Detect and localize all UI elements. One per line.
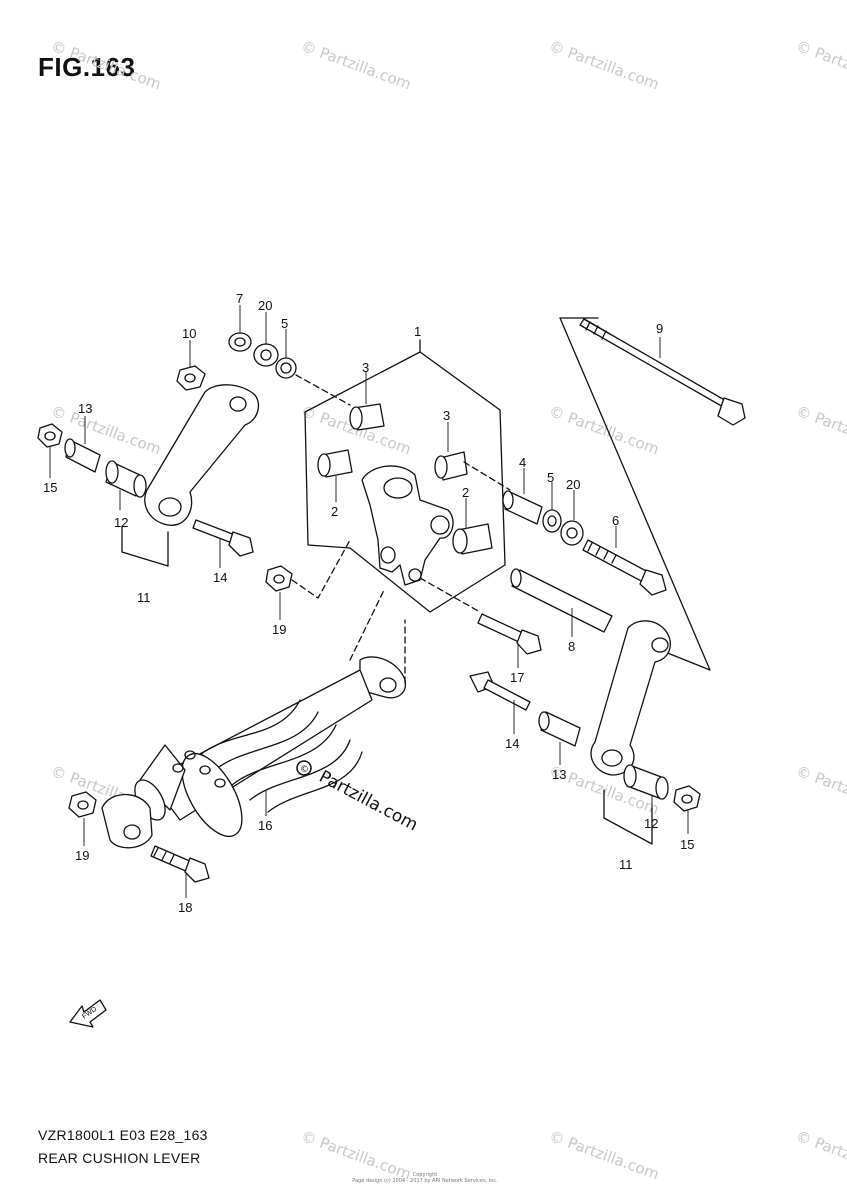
callout-1: 1	[414, 324, 421, 339]
link-rod-left	[144, 384, 259, 526]
callout-16: 16	[258, 818, 272, 833]
diagram-code: VZR1800L1 E03 E28_163	[38, 1127, 208, 1143]
watermark: © Partzilla.com	[794, 762, 847, 819]
bearing-12-left	[105, 460, 147, 498]
watermark: © Partzilla.com	[547, 402, 662, 459]
bearing-2-right	[452, 523, 493, 555]
pipe-8	[510, 568, 613, 633]
lever-assembly-outline	[304, 351, 506, 613]
callout-7: 7	[236, 291, 243, 306]
spacer-4	[502, 490, 543, 525]
nut-19-lower	[68, 791, 97, 818]
bearing-2-left	[317, 449, 353, 478]
spacer-13-left	[64, 438, 101, 473]
callout-11: 11	[619, 857, 633, 872]
callout-10: 10	[182, 326, 196, 341]
center-watermark-text: Partzilla.com	[316, 767, 421, 836]
callout-2: 2	[331, 504, 338, 519]
nut-7	[228, 332, 252, 352]
callout-15: 15	[680, 837, 694, 852]
bolt-14-right	[469, 671, 531, 711]
bracket-11-right	[603, 789, 653, 845]
watermark: © Partzilla.com	[547, 1127, 662, 1184]
callout-4: 4	[519, 455, 526, 470]
copyright-line: Page design (c) 2004 - 2017 by ARI Netwo…	[352, 1178, 498, 1184]
bracket-11-left	[121, 525, 169, 567]
washer-20-right	[560, 520, 584, 546]
callout-leaders	[49, 305, 689, 898]
callout-20: 20	[258, 298, 272, 313]
figure-title: FIG.163	[38, 52, 136, 82]
callout-18: 18	[178, 900, 192, 915]
spacer-13-right	[538, 711, 581, 747]
callout-11: 11	[137, 590, 151, 605]
callout-12: 12	[644, 816, 658, 831]
watermark-layer: © Partzilla.com © Partzilla.com © Partzi…	[49, 37, 847, 1184]
washer-20	[253, 343, 279, 367]
bolt-18	[150, 845, 210, 883]
long-bolt-9	[579, 318, 746, 426]
callout-12: 12	[114, 515, 128, 530]
nut-19-upper	[265, 565, 293, 592]
callout-3: 3	[362, 360, 369, 375]
copyright-line: Copyright	[412, 1172, 438, 1178]
nut-15-right	[673, 785, 701, 812]
collar-5	[275, 357, 297, 379]
link-rod-right	[590, 620, 671, 776]
callout-2: 2	[462, 485, 469, 500]
callout-labels: 1 2 2 3 3 4 5 5 6 7 8 9 10 11 11 12 12 1…	[43, 291, 694, 915]
watermark: © Partzilla.com	[794, 1127, 847, 1184]
diagram-name: REAR CUSHION LEVER	[38, 1150, 201, 1166]
callout-14: 14	[505, 736, 519, 751]
watermark: © Partzilla.com	[547, 37, 662, 94]
rear-shock-absorber	[101, 656, 407, 849]
callout-3: 3	[443, 408, 450, 423]
bolt-14-left	[192, 519, 254, 557]
watermark: © Partzilla.com	[299, 37, 414, 94]
watermark: © Partzilla.com	[49, 37, 164, 94]
callout-6: 6	[612, 513, 619, 528]
callout-5: 5	[281, 316, 288, 331]
callout-5: 5	[547, 470, 554, 485]
bearing-3-right	[434, 451, 468, 481]
callout-9: 9	[656, 321, 663, 336]
bearing-3-upper	[349, 403, 385, 431]
watermark: © Partzilla.com	[794, 37, 847, 94]
callout-13: 13	[78, 401, 92, 416]
callout-20: 20	[566, 477, 580, 492]
callout-17: 17	[510, 670, 524, 685]
bolt-17	[477, 613, 542, 655]
callout-13: 13	[552, 767, 566, 782]
svg-text:©: ©	[300, 765, 309, 775]
watermark: © Partzilla.com	[794, 402, 847, 459]
fwd-arrow-icon	[69, 999, 107, 1028]
collar-5-right	[542, 509, 562, 533]
callout-19: 19	[272, 622, 286, 637]
callout-15: 15	[43, 480, 57, 495]
copyright-notice: Copyright Page design (c) 2004 - 2017 by…	[310, 1172, 540, 1184]
callout-8: 8	[568, 639, 575, 654]
bolt-9-bracket	[559, 317, 711, 671]
callout-14: 14	[213, 570, 227, 585]
bolt-6	[582, 539, 667, 596]
callout-19: 19	[75, 848, 89, 863]
cushion-lever	[361, 465, 454, 586]
nut-10	[176, 365, 206, 391]
nut-15-left	[37, 423, 63, 448]
bearing-12-right	[623, 764, 669, 800]
